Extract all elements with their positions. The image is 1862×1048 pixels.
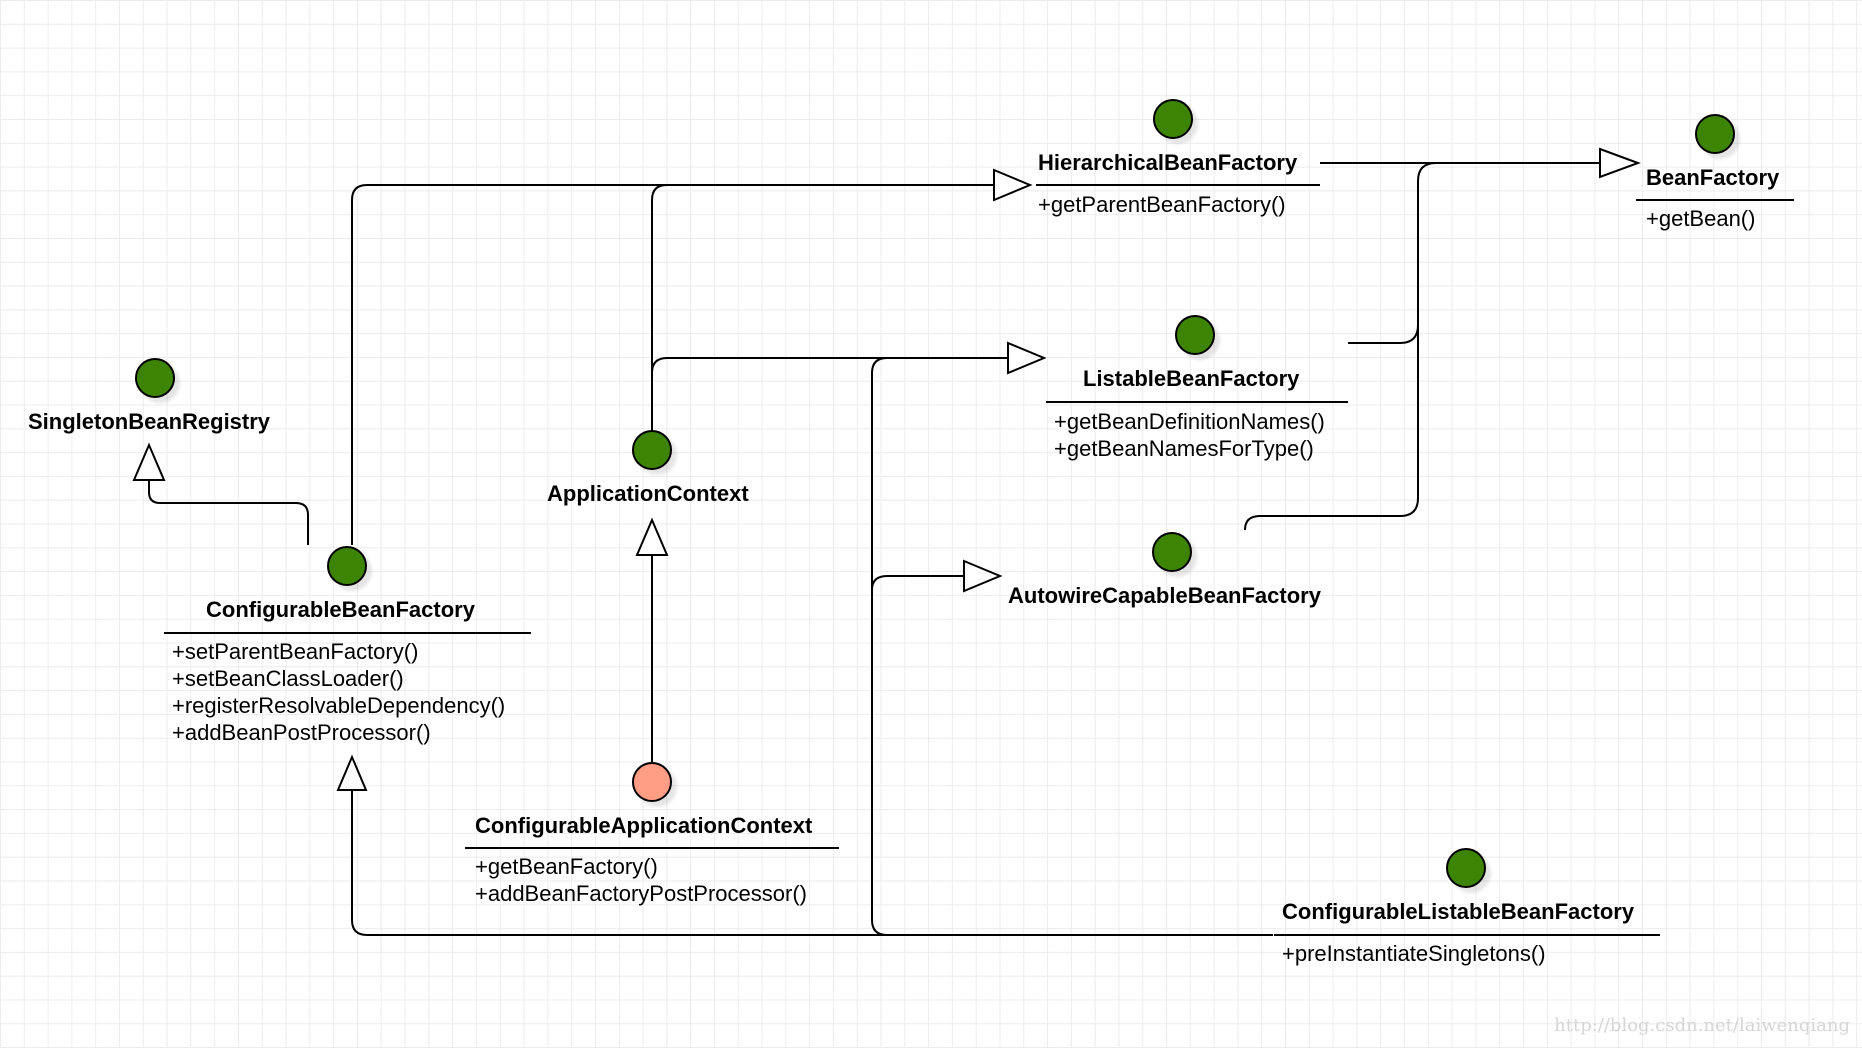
method-item: +registerResolvableDependency() bbox=[172, 693, 506, 718]
connector-appcontext-to-hierarchical bbox=[651, 184, 994, 432]
connector-cl-to-configurable bbox=[351, 790, 1273, 936]
method-list: +setParentBeanFactory() +setBeanClassLoa… bbox=[172, 638, 505, 746]
node-divider bbox=[1636, 199, 1794, 201]
method-item: +getBean() bbox=[1646, 206, 1756, 231]
method-item: +getBeanFactory() bbox=[475, 854, 658, 879]
method-list: +preInstantiateSingletons() bbox=[1282, 940, 1546, 967]
node-divider bbox=[1046, 401, 1348, 403]
node-title: ListableBeanFactory bbox=[1083, 366, 1300, 391]
arrowhead-listable bbox=[1007, 341, 1047, 375]
connector-configurable-to-hierarchical bbox=[351, 184, 994, 545]
node-title: BeanFactory bbox=[1646, 165, 1780, 190]
class-icon bbox=[632, 762, 672, 802]
connector-autowire-to-beanfactory bbox=[1244, 181, 1419, 531]
arrowhead-beanfactory bbox=[1599, 147, 1641, 179]
method-item: +addBeanFactoryPostProcessor() bbox=[475, 881, 807, 906]
interface-icon bbox=[1175, 315, 1215, 355]
method-item: +getParentBeanFactory() bbox=[1038, 192, 1286, 217]
node-divider bbox=[164, 632, 531, 634]
interface-icon bbox=[1446, 848, 1486, 888]
node-title: ConfigurableListableBeanFactory bbox=[1282, 899, 1635, 924]
watermark: http://blog.csdn.net/laiwenqiang bbox=[1554, 1015, 1850, 1036]
interface-icon bbox=[135, 358, 175, 398]
node-title: AutowireCapableBeanFactory bbox=[1008, 583, 1321, 608]
arrowhead-singleton bbox=[132, 442, 166, 481]
interface-icon bbox=[1153, 99, 1193, 139]
interface-icon bbox=[327, 546, 367, 586]
connector-cl-to-autowire bbox=[871, 575, 964, 591]
node-title: ConfigurableApplicationContext bbox=[475, 813, 813, 838]
interface-icon bbox=[1152, 532, 1192, 572]
interface-icon bbox=[632, 430, 672, 470]
node-title: ConfigurableBeanFactory bbox=[206, 597, 475, 622]
arrowhead-application-context bbox=[635, 517, 669, 556]
node-divider bbox=[1274, 934, 1660, 936]
method-item: +getBeanDefinitionNames() bbox=[1054, 409, 1325, 434]
method-list: +getBean() bbox=[1646, 205, 1755, 232]
node-title: SingletonBeanRegistry bbox=[28, 409, 271, 434]
method-item: +preInstantiateSingletons() bbox=[1282, 941, 1546, 966]
method-list: +getBeanFactory() +addBeanFactoryPostPro… bbox=[475, 853, 807, 907]
arrowhead-hierarchical bbox=[993, 168, 1033, 202]
connector-configurable-to-singleton bbox=[148, 480, 309, 545]
connector-appcontext-to-listable bbox=[651, 357, 1008, 432]
arrowhead-configurable-bean-factory bbox=[336, 754, 368, 791]
method-list: +getParentBeanFactory() bbox=[1038, 191, 1286, 218]
method-item: +setBeanClassLoader() bbox=[172, 666, 404, 691]
arrowhead-autowire bbox=[963, 559, 1003, 593]
node-divider bbox=[1036, 184, 1320, 186]
connector-listable-to-beanfactory bbox=[1348, 162, 1600, 344]
node-divider bbox=[465, 847, 839, 849]
method-item: +setParentBeanFactory() bbox=[172, 639, 419, 664]
node-title: HierarchicalBeanFactory bbox=[1038, 150, 1298, 175]
method-item: +addBeanPostProcessor() bbox=[172, 720, 431, 745]
node-title: ApplicationContext bbox=[547, 481, 749, 506]
interface-icon bbox=[1695, 114, 1735, 154]
method-list: +getBeanDefinitionNames() +getBeanNamesF… bbox=[1054, 408, 1325, 462]
method-item: +getBeanNamesForType() bbox=[1054, 436, 1314, 461]
